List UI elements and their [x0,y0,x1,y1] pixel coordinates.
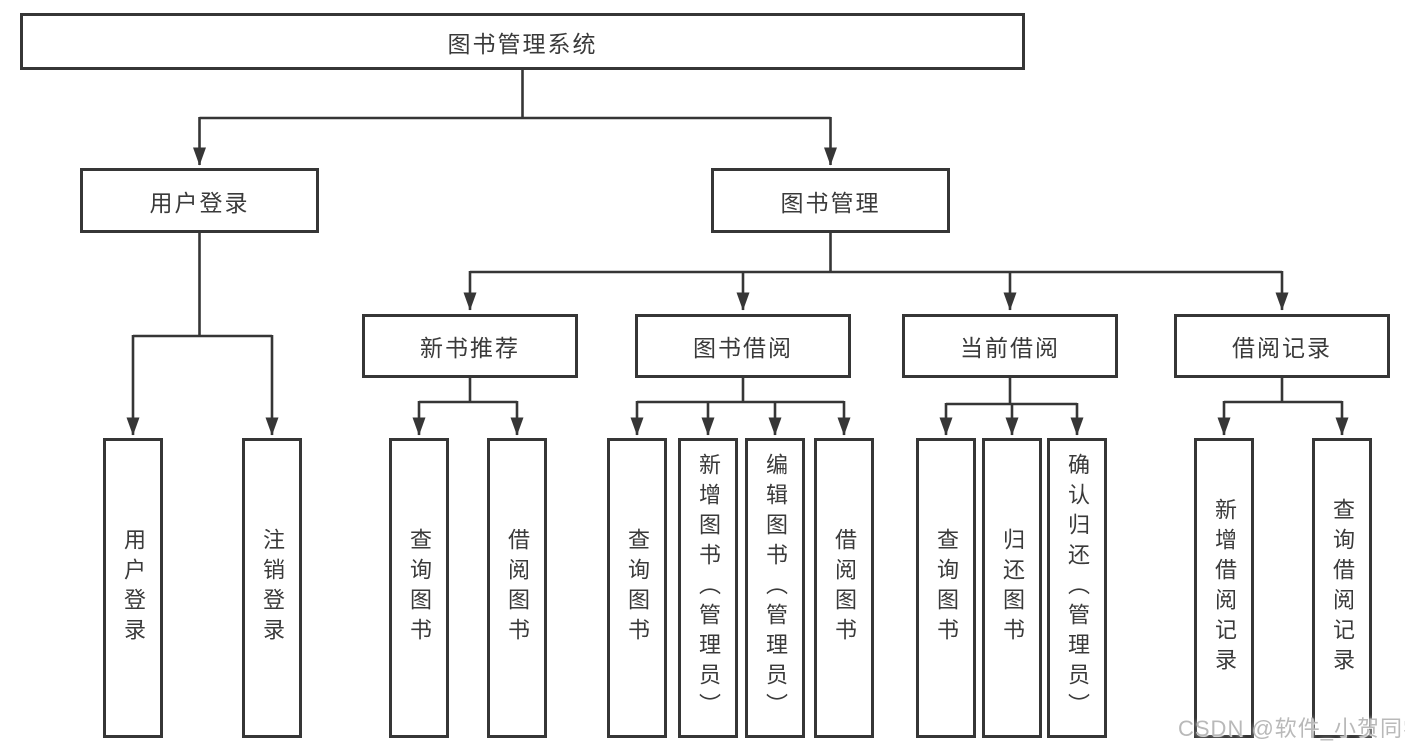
node-label: 借阅记录 [1232,335,1332,361]
node-label: 查询图书 [625,528,650,648]
leaf-logout: 注销登录 [242,438,302,738]
node-library-management-system: 图书管理系统 [20,13,1025,70]
node-label: 新书推荐 [420,335,520,361]
node-label: 确认归还（管理员） [1065,453,1090,723]
node-label: 新增借阅记录 [1212,498,1237,678]
node-label: 编辑图书（管理员） [763,453,788,723]
node-label: 借阅图书 [832,528,857,648]
node-borrowing-records: 借阅记录 [1174,314,1390,378]
leaf-query-borrow-record: 查询借阅记录 [1312,438,1372,738]
node-label: 查询图书 [407,528,432,648]
leaf-user-login: 用户登录 [103,438,163,738]
node-label: 图书管理 [780,189,881,216]
leaf-query-books-recommend: 查询图书 [389,438,449,738]
leaf-edit-books-admin: 编辑图书（管理员） [745,438,805,738]
connector-book-borrow-group [630,378,851,436]
node-label: 归还图书 [1000,528,1025,648]
csdn-watermark: CSDN @软件_小贺同学 [1178,716,1405,741]
node-label: 图书管理系统 [447,30,598,57]
connector-new-book-group [412,378,524,436]
connector-borrow-record-group [1217,378,1349,436]
leaf-query-books-borrow: 查询图书 [607,438,667,738]
node-label: 图书借阅 [693,335,793,361]
leaf-add-borrow-record: 新增借阅记录 [1194,438,1254,738]
leaf-add-books-admin: 新增图书（管理员） [678,438,738,738]
leaf-query-books-current: 查询图书 [916,438,976,738]
connector-user-login-branch [126,233,279,436]
node-label: 用户登录 [121,528,146,648]
node-label: 查询图书 [934,528,959,648]
node-label: 用户登录 [149,189,250,216]
connector-book-management-branch [463,233,1289,311]
node-new-book-recommendation: 新书推荐 [362,314,578,378]
node-current-borrowing: 当前借阅 [902,314,1118,378]
node-label: 注销登录 [260,528,285,648]
node-label: 借阅图书 [505,528,530,648]
leaf-return-books: 归还图书 [982,438,1042,738]
connector-root-to-level2 [193,70,837,166]
node-book-management: 图书管理 [711,168,950,233]
node-label: 当前借阅 [960,335,1060,361]
node-label: 新增图书（管理员） [696,453,721,723]
node-label: 查询借阅记录 [1330,498,1355,678]
connector-current-borrow-group [939,378,1084,436]
node-book-borrowing: 图书借阅 [635,314,851,378]
leaf-confirm-return-admin: 确认归还（管理员） [1047,438,1107,738]
leaf-borrow-books: 借阅图书 [814,438,874,738]
leaf-borrow-books-recommend: 借阅图书 [487,438,547,738]
node-user-login: 用户登录 [80,168,319,233]
